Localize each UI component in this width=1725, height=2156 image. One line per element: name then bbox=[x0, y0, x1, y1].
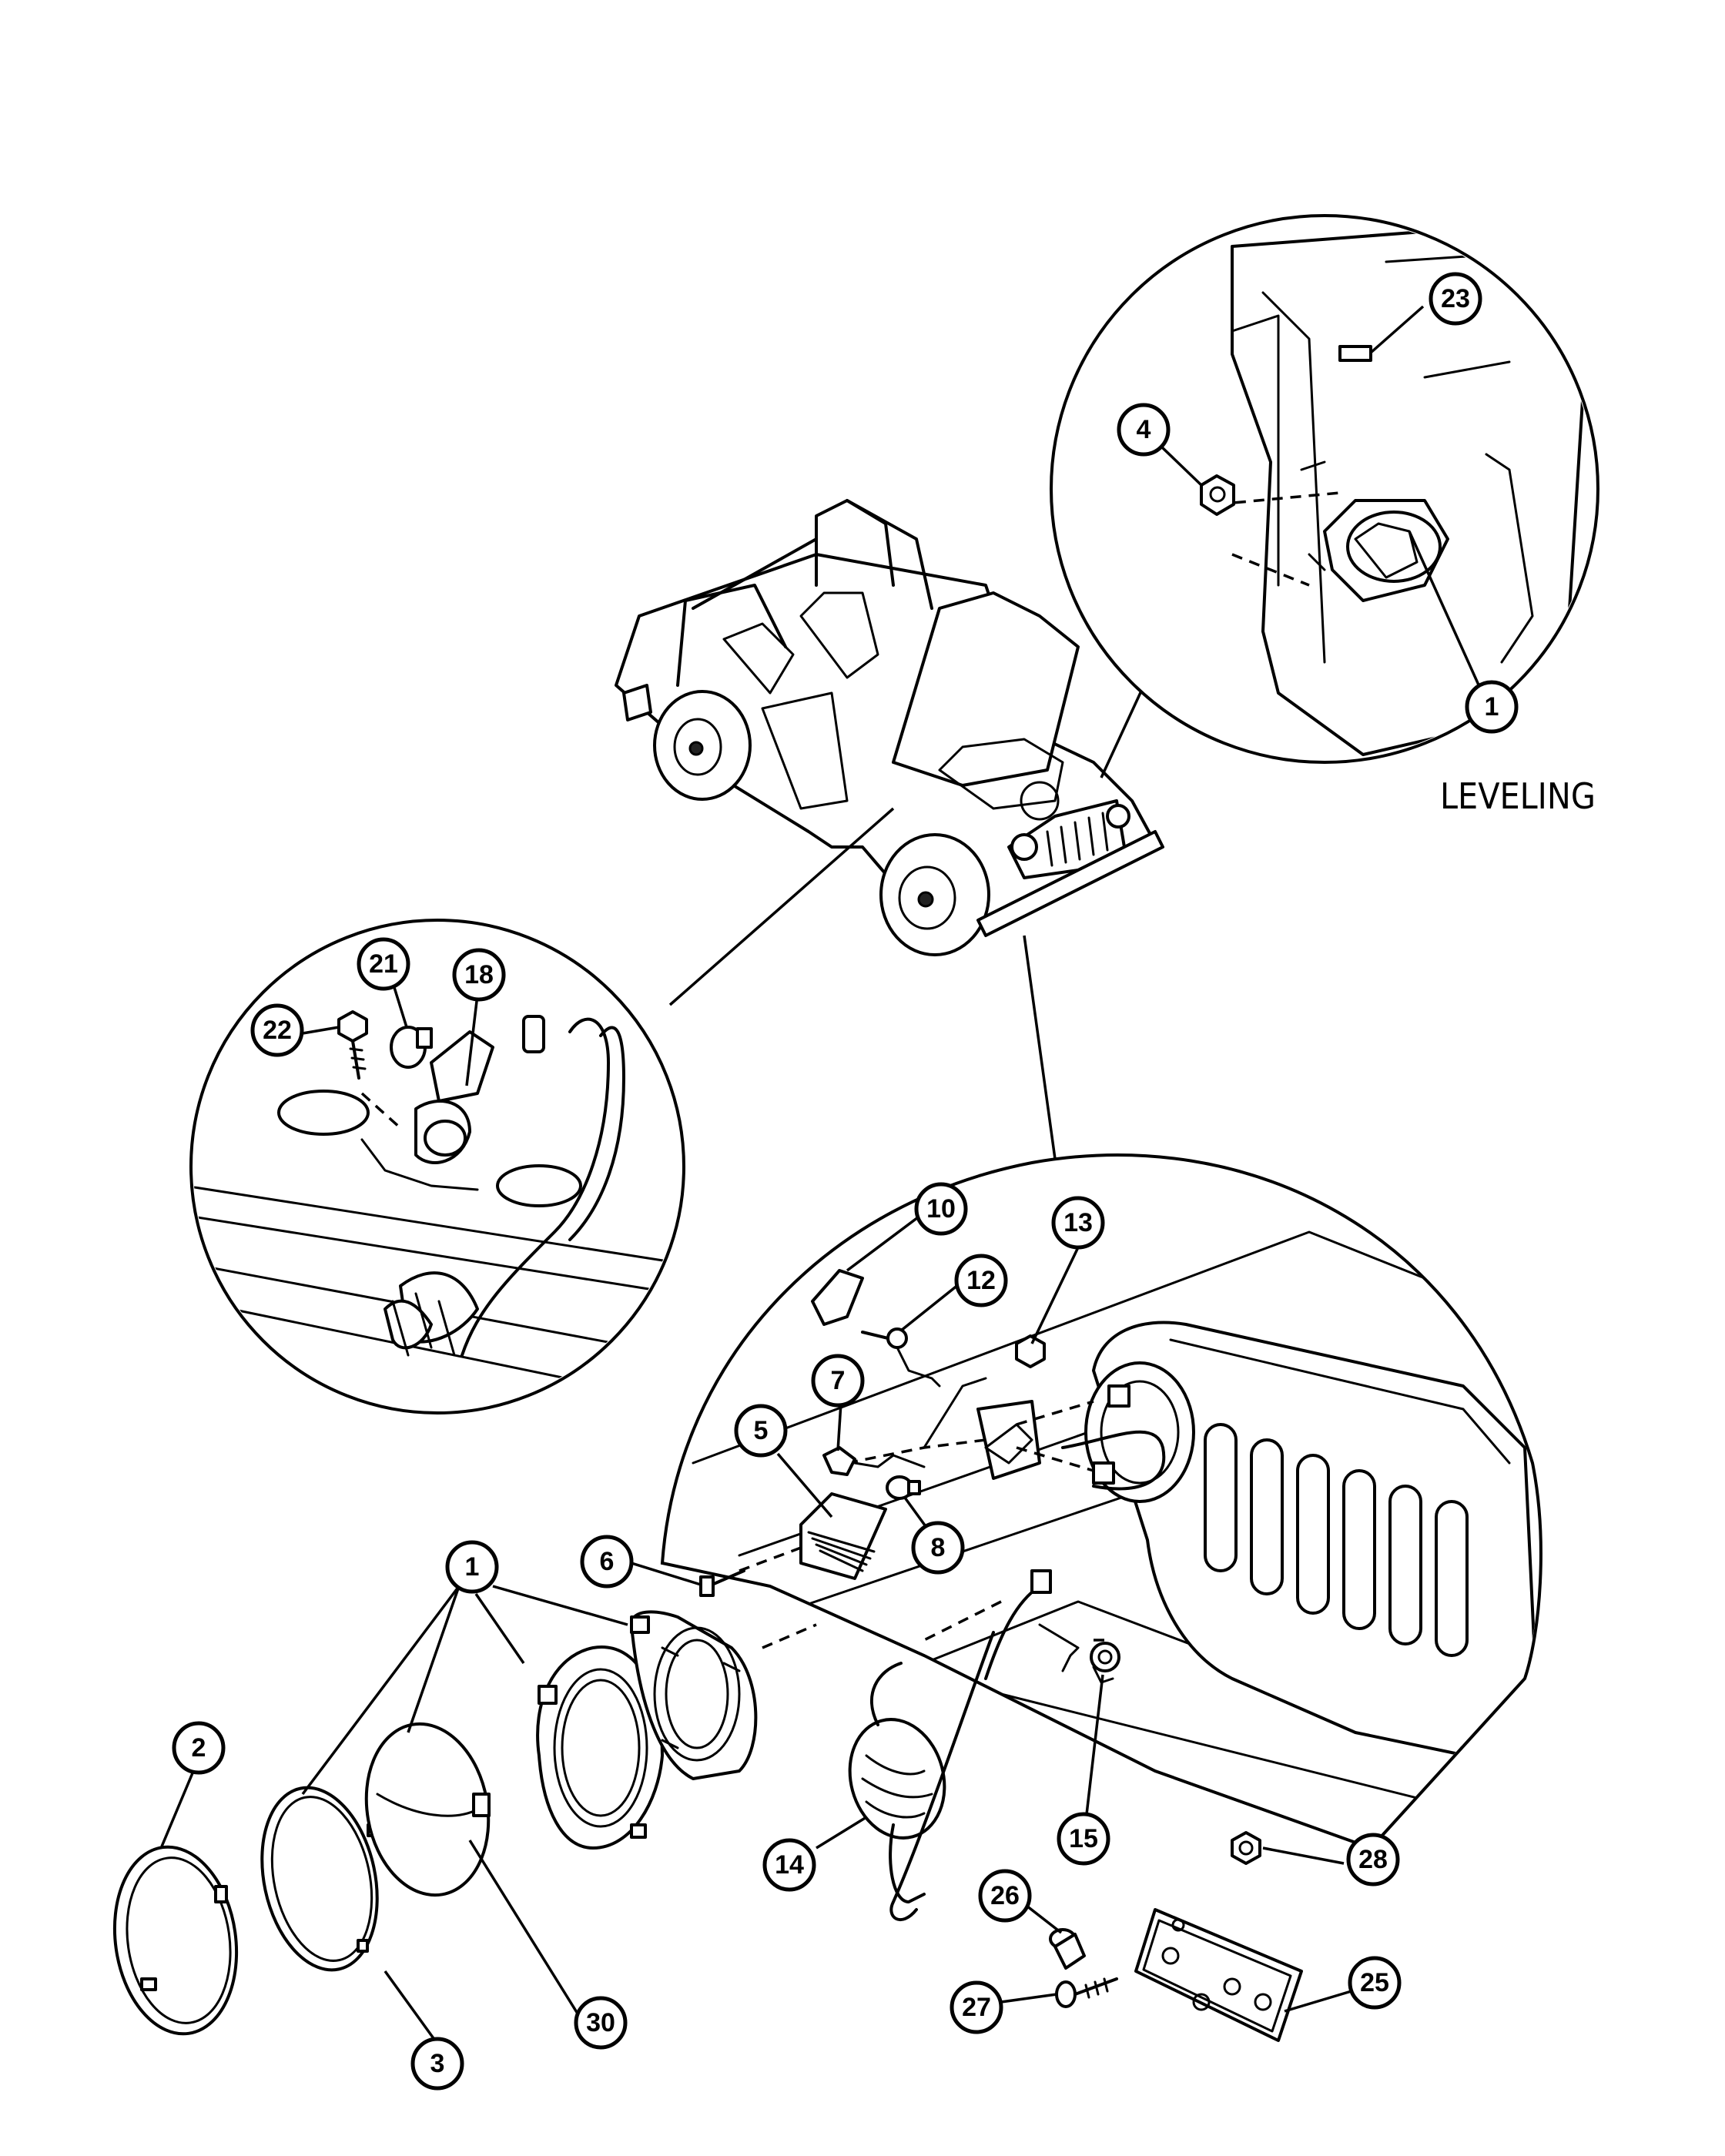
svg-text:15: 15 bbox=[1069, 1824, 1098, 1853]
callout-3: 3 bbox=[410, 2037, 464, 2091]
park-lamp-part-5 bbox=[799, 1492, 887, 1580]
svg-text:1: 1 bbox=[465, 1552, 480, 1582]
leader-to-grille-view bbox=[1023, 935, 1057, 1160]
sealed-beam-part-30 bbox=[364, 1722, 491, 1897]
svg-text:14: 14 bbox=[775, 1850, 804, 1880]
svg-text:28: 28 bbox=[1358, 1845, 1388, 1874]
callout-21: 21 bbox=[357, 937, 410, 991]
side-marker-lamp-part-14 bbox=[848, 1662, 946, 1903]
svg-text:22: 22 bbox=[263, 1016, 292, 1045]
svg-text:1: 1 bbox=[1485, 692, 1499, 721]
svg-text:7: 7 bbox=[831, 1366, 846, 1395]
callout-7: 7 bbox=[811, 1354, 865, 1408]
callout-12: 12 bbox=[954, 1254, 1008, 1307]
spacer-part-26 bbox=[1049, 1928, 1086, 1970]
clip-part-15 bbox=[1090, 1642, 1120, 1684]
leader-to-leveling-view bbox=[1100, 677, 1149, 778]
callout-2: 2 bbox=[172, 1721, 226, 1775]
leveling-detail-view bbox=[1050, 214, 1599, 764]
bolt-part-22 bbox=[337, 1010, 368, 1080]
callout-30: 30 bbox=[574, 1996, 628, 2050]
park-lamp-socket-detail-view bbox=[189, 919, 685, 1414]
nut-part-4 bbox=[1200, 474, 1235, 516]
callout-13: 13 bbox=[1051, 1196, 1105, 1250]
svg-text:13: 13 bbox=[1063, 1208, 1093, 1237]
grille-detail-view bbox=[660, 1153, 1542, 1850]
svg-text:23: 23 bbox=[1441, 284, 1470, 313]
bulb-part-21 bbox=[390, 1026, 433, 1069]
headlamp-housing bbox=[630, 1610, 758, 1780]
callout-15: 15 bbox=[1057, 1812, 1110, 1866]
svg-text:12: 12 bbox=[966, 1266, 996, 1295]
svg-text:27: 27 bbox=[962, 1993, 991, 2022]
svg-text:25: 25 bbox=[1360, 1968, 1389, 1997]
callout-14: 14 bbox=[762, 1838, 816, 1892]
lens-part-10 bbox=[811, 1269, 864, 1326]
vehicle-illustration bbox=[615, 499, 1164, 956]
svg-text:21: 21 bbox=[369, 949, 398, 979]
callout-22: 22 bbox=[250, 1003, 304, 1057]
svg-text:4: 4 bbox=[1137, 415, 1151, 444]
retaining-ring-part-3 bbox=[260, 1786, 379, 1972]
license-bracket-part-25 bbox=[1134, 1908, 1303, 2042]
svg-text:3: 3 bbox=[430, 2049, 445, 2078]
svg-text:5: 5 bbox=[754, 1416, 769, 1445]
mounting-ring-part-1 bbox=[536, 1645, 664, 1850]
callout-23: 23 bbox=[1429, 272, 1482, 326]
bulb-part-8 bbox=[886, 1475, 921, 1500]
callout-18: 18 bbox=[452, 948, 506, 1002]
callout-1-leveling: 1 bbox=[1465, 680, 1519, 734]
screw-part-27 bbox=[1055, 1977, 1118, 2008]
callout-1-headlamp: 1 bbox=[445, 1540, 499, 1594]
callout-5: 5 bbox=[734, 1404, 788, 1458]
svg-text:10: 10 bbox=[926, 1194, 956, 1224]
callout-10: 10 bbox=[914, 1182, 968, 1236]
screw-part-6 bbox=[699, 1569, 745, 1597]
leveling-caption: LEVELING bbox=[1440, 775, 1596, 817]
svg-text:6: 6 bbox=[600, 1547, 615, 1576]
callout-25: 25 bbox=[1348, 1956, 1402, 2010]
leader-to-bulb-view bbox=[668, 807, 895, 1006]
callout-8: 8 bbox=[911, 1521, 965, 1575]
nut-part-28 bbox=[1231, 1831, 1261, 1865]
callout-6: 6 bbox=[580, 1535, 634, 1589]
svg-text:8: 8 bbox=[931, 1533, 946, 1562]
callout-26: 26 bbox=[978, 1869, 1032, 1923]
svg-text:18: 18 bbox=[464, 960, 494, 989]
callout-4: 4 bbox=[1117, 403, 1171, 457]
headlamp-bezel-part-2 bbox=[112, 1845, 239, 2036]
svg-text:30: 30 bbox=[586, 2008, 615, 2037]
svg-text:2: 2 bbox=[192, 1733, 206, 1763]
callout-27: 27 bbox=[950, 1980, 1003, 2034]
svg-text:26: 26 bbox=[990, 1881, 1020, 1910]
callout-28: 28 bbox=[1346, 1833, 1400, 1886]
